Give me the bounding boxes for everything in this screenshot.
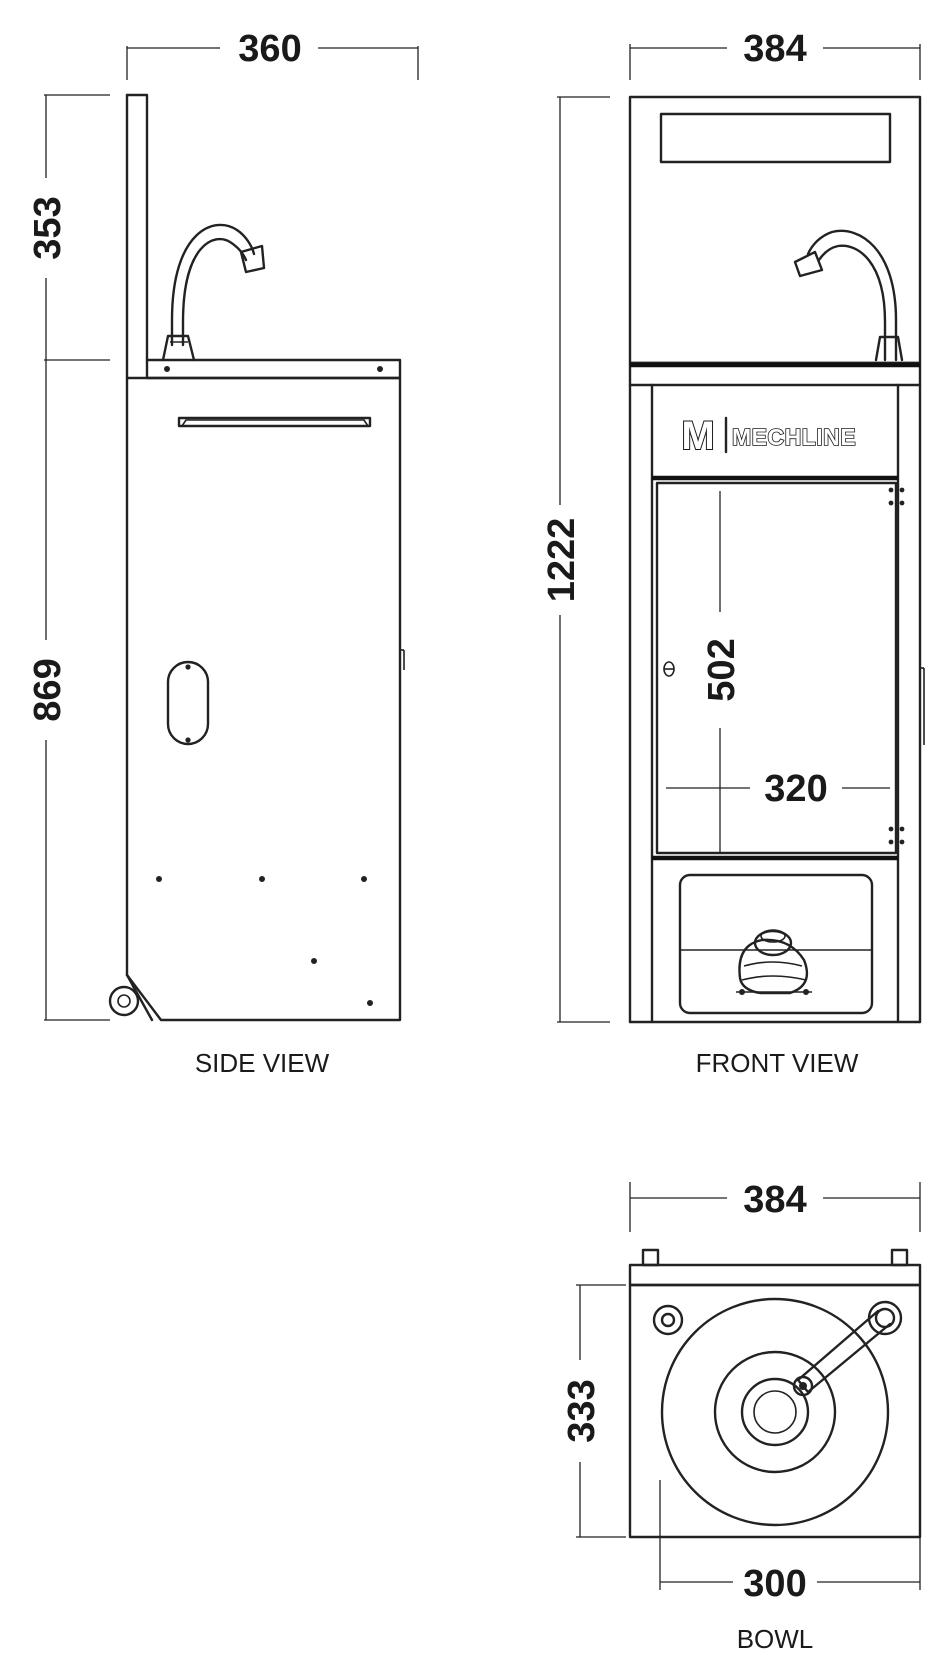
- side-splashback: [125, 93, 149, 362]
- front-height-dimension: 1222: [538, 96, 610, 1023]
- brand-name: MECHLINE: [732, 424, 856, 450]
- door-width-dimension: 320: [666, 766, 890, 810]
- bowl-width-label: 384: [743, 1179, 806, 1221]
- side-castor-wheel: [108, 973, 154, 1022]
- bowl-outer-rim: [660, 1297, 890, 1527]
- door-width-label: 320: [764, 768, 827, 810]
- front-view: 384 1222: [538, 24, 925, 1078]
- side-countertop: [145, 358, 402, 380]
- side-upper-height-label: 353: [27, 196, 69, 259]
- side-body: [125, 376, 405, 1022]
- front-splashback: [628, 95, 922, 365]
- front-cabinet-door: [652, 475, 905, 861]
- side-view: 360 353 869: [24, 24, 419, 1078]
- bowl-width-dimension: 384: [629, 1176, 921, 1232]
- front-countertop: [628, 361, 922, 387]
- front-width-dimension: 384: [629, 24, 921, 80]
- side-width-dimension: 360: [126, 24, 419, 80]
- side-tap: [161, 223, 266, 362]
- bowl-rear-post-right: [890, 1248, 909, 1267]
- door-height-dimension: 502: [698, 491, 743, 852]
- front-width-label: 384: [743, 28, 806, 70]
- bowl-rear-post-left: [641, 1248, 660, 1267]
- front-view-caption: FRONT VIEW: [696, 1048, 859, 1078]
- front-pedal-valve: [678, 873, 874, 1015]
- door-height-label: 502: [701, 638, 743, 701]
- side-view-caption: SIDE VIEW: [195, 1048, 330, 1078]
- bowl-top-outline: [628, 1283, 922, 1539]
- side-lower-height-label: 869: [27, 658, 69, 721]
- side-inspection-slot: [166, 660, 210, 746]
- side-width-label: 360: [238, 28, 301, 70]
- soap-hole-icon: [652, 1304, 684, 1336]
- bowl-drain-icon: [740, 1377, 810, 1447]
- side-height-dimensions: 353 869: [24, 94, 110, 1021]
- bowl-depth-label: 333: [561, 1379, 603, 1442]
- bowl-view: 384 333: [558, 1176, 922, 1654]
- bowl-depth-dimension: 333: [558, 1284, 626, 1538]
- front-height-label: 1222: [541, 518, 583, 603]
- front-body: [628, 383, 925, 1024]
- front-tap: [793, 229, 904, 362]
- front-brand-panel: M MECHLINE: [680, 413, 856, 459]
- bowl-view-caption: BOWL: [737, 1624, 814, 1654]
- brand-logo-mark: M: [681, 414, 714, 458]
- bowl-diameter-dimension: 300: [659, 1480, 921, 1605]
- bowl-tap-top: [792, 1300, 903, 1397]
- bowl-diameter-label: 300: [743, 1563, 806, 1605]
